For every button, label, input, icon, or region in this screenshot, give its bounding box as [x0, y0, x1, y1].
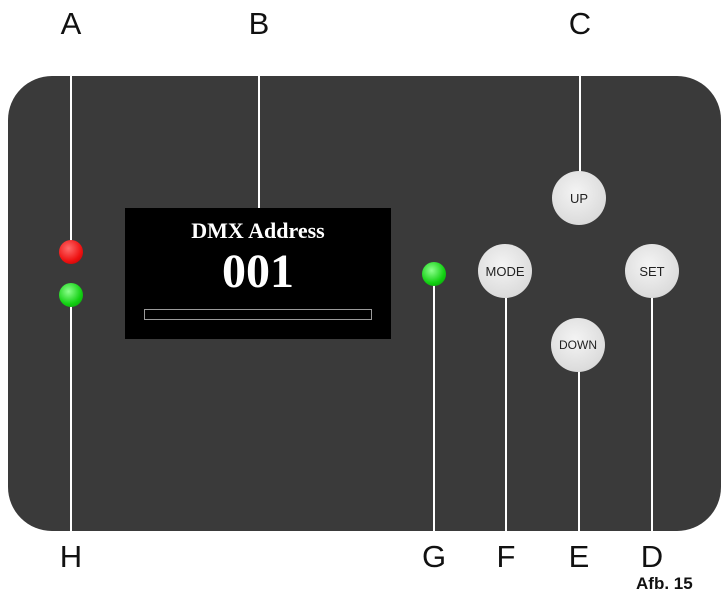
oled-display: DMX Address 001: [125, 208, 391, 339]
green-status-led: [59, 283, 83, 307]
dmx-signal-led: [422, 262, 446, 286]
callout-f: F: [496, 539, 516, 574]
set-button-label: SET: [639, 263, 665, 279]
up-button-label: UP: [569, 190, 589, 206]
leader-line-e: [578, 352, 580, 536]
leader-line-d: [651, 283, 653, 536]
up-button[interactable]: UP: [552, 171, 606, 225]
figure-caption: Afb. 15: [636, 574, 693, 593]
callout-h: H: [59, 539, 83, 574]
callout-c: C: [568, 6, 592, 41]
display-progress-bar: [144, 309, 372, 320]
display-value: 001: [222, 245, 294, 298]
callout-b: B: [248, 6, 270, 41]
leader-line-c: [579, 40, 581, 183]
set-button[interactable]: SET: [625, 244, 679, 298]
mode-button-label: MODE: [485, 263, 525, 279]
down-button-label: DOWN: [559, 338, 597, 352]
leader-line-f: [505, 283, 507, 536]
callout-g: G: [421, 539, 447, 574]
down-button[interactable]: DOWN: [551, 318, 605, 372]
callout-e: E: [568, 539, 590, 574]
leader-line-b: [258, 40, 260, 222]
mode-button[interactable]: MODE: [478, 244, 532, 298]
callout-d: D: [640, 539, 664, 574]
leader-line-g: [433, 274, 435, 536]
leader-line-h: [70, 294, 72, 534]
red-status-led: [59, 240, 83, 264]
callout-a: A: [60, 6, 82, 41]
leader-line-a: [70, 40, 72, 251]
display-title: DMX Address: [191, 218, 325, 243]
